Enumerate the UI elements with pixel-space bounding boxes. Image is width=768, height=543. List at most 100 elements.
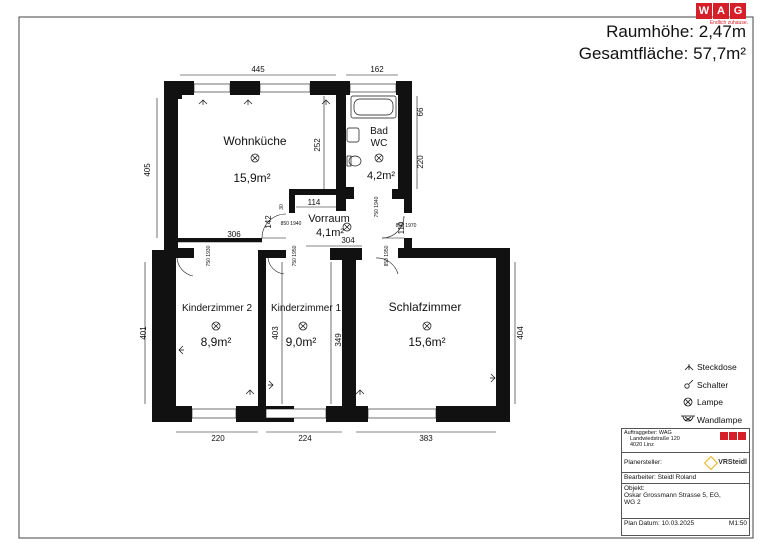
lamp-icon: [374, 153, 384, 163]
lamp-icon: [211, 321, 221, 331]
lamp-icon: [422, 321, 432, 331]
wall: [178, 238, 262, 242]
dim-hall-306: 306: [227, 230, 241, 239]
dim-right-schlaf: 404: [516, 326, 525, 340]
wall: [230, 81, 260, 95]
room-area-kinderzimmer1: 9,0m²: [286, 335, 317, 349]
door-label: 750 1930: [206, 245, 212, 266]
sockets: [178, 99, 496, 395]
dim-kitchen-inner: 252: [313, 138, 322, 152]
title-block: Auftraggeber: WAG Landwiedstraße 120 402…: [621, 428, 750, 536]
wall: [342, 406, 368, 422]
legend-socket: Steckdose: [697, 362, 737, 372]
socket-icon: [268, 380, 274, 390]
room-name-kinderzimmer2: Kinderzimmer 2: [182, 303, 252, 314]
window: [367, 408, 437, 419]
dim-kz1-349: 349: [334, 333, 343, 347]
legend-switch: Schalter: [697, 380, 728, 390]
socket-icon: [243, 99, 253, 105]
room-name-wohnkueche: Wohnküche: [223, 134, 286, 148]
logo-tagline: Endlich zuhause.: [709, 20, 748, 26]
dim-hall-110: 110: [397, 221, 406, 234]
header-total-area: Gesamtfläche: 57,7m²: [578, 44, 746, 63]
logo-letter: W: [696, 3, 712, 19]
object-row: Objekt: Oskar Grossmann Strasse 5, EG, W…: [622, 484, 749, 519]
room-area-kinderzimmer2: 8,9m²: [201, 335, 232, 349]
door-arc: [176, 257, 194, 277]
door-label: 750 1940: [374, 196, 380, 217]
dim-bath-small: 66: [416, 107, 425, 116]
dim-bottom-kz1: 224: [298, 434, 312, 443]
socket-icon: [245, 389, 255, 395]
dim-top-bath: 162: [370, 65, 384, 74]
wall: [152, 250, 176, 422]
plan-scale: M1:50: [728, 520, 747, 527]
dim-hall-304: 304: [341, 236, 355, 245]
object-line: Oskar Grossmann Strasse 5, EG,: [624, 492, 721, 499]
bath-fixtures: [346, 95, 397, 167]
bathtub-inner: [353, 98, 394, 116]
windows: [191, 83, 437, 419]
wall: [164, 81, 194, 95]
room-name-vorraum: Vorraum: [308, 213, 350, 225]
planner-brand: VRSteidl: [704, 455, 747, 470]
dim-left-kz2: 401: [139, 326, 148, 340]
planner-label: Planersteller:: [624, 459, 662, 466]
wall: [289, 189, 347, 195]
lamp-icon: [298, 321, 308, 331]
bathtub: [350, 95, 397, 119]
wag-mini-logo: [720, 432, 746, 440]
wall: [398, 248, 510, 258]
door-label: 750 1950: [292, 245, 298, 266]
wall: [398, 81, 412, 199]
wall: [258, 250, 286, 258]
wall-lamp-icon: [681, 415, 695, 422]
wall: [289, 189, 295, 213]
socket-icon: [321, 99, 331, 105]
socket-icon: [355, 389, 365, 395]
client-row: Auftraggeber: WAG Landwiedstraße 120 402…: [622, 429, 749, 453]
window: [191, 408, 237, 419]
client-line: Landwiedstraße 120: [630, 436, 680, 442]
planner-row: Planersteller: VRSteidl: [622, 453, 749, 473]
dim-hall-114: 114: [308, 198, 321, 207]
wall: [164, 248, 194, 258]
legend-wall-lamp: Wandlampe: [697, 415, 742, 425]
door-arc: [375, 257, 399, 275]
object-label: Objekt:: [624, 485, 645, 492]
dim-bottom-schlaf: 383: [419, 434, 433, 443]
window: [193, 83, 231, 93]
door-label: 850 1950: [384, 245, 390, 266]
lamp-icon: [342, 222, 352, 232]
editor-row: Bearbeiter: Steidl Roland: [622, 473, 749, 484]
dim-bath-right: 220: [416, 155, 425, 169]
door-swings: [176, 213, 405, 277]
room-area-wohnkueche: 15,9m²: [233, 171, 270, 185]
door-label: 850 1970: [396, 223, 417, 229]
switch-icon: [684, 379, 694, 389]
window: [349, 83, 397, 93]
room-area-schlafzimmer: 15,6m²: [408, 335, 445, 349]
page-border: [18, 16, 754, 539]
wall: [342, 250, 356, 422]
wall: [404, 238, 412, 252]
date-row: Plan Datum: 10.03.2025 M1:50: [622, 519, 749, 529]
room-area-vorraum: 4,1m²: [316, 227, 344, 239]
door-arc: [261, 213, 287, 239]
planner-logo-icon: [704, 455, 719, 470]
object-line: WG 2: [624, 499, 641, 506]
header-room-height: Raumhöhe: 2,47m: [606, 22, 746, 41]
logo-letter: G: [730, 3, 746, 19]
wall: [496, 248, 510, 422]
wag-logo: W A G Endlich zuhause.: [696, 3, 748, 31]
logo-letter: A: [713, 3, 729, 19]
socket-icon: [684, 364, 694, 371]
wall: [258, 250, 266, 422]
legend-lamp: Lampe: [697, 397, 723, 407]
dim-bottom-kz2: 220: [211, 434, 225, 443]
toilet: [348, 155, 362, 167]
room-name-kinderzimmer1: Kinderzimmer 1: [271, 303, 341, 314]
plan-date: Plan Datum: 10.03.2025: [624, 520, 695, 527]
dim-left-kitchen: 405: [143, 163, 152, 177]
